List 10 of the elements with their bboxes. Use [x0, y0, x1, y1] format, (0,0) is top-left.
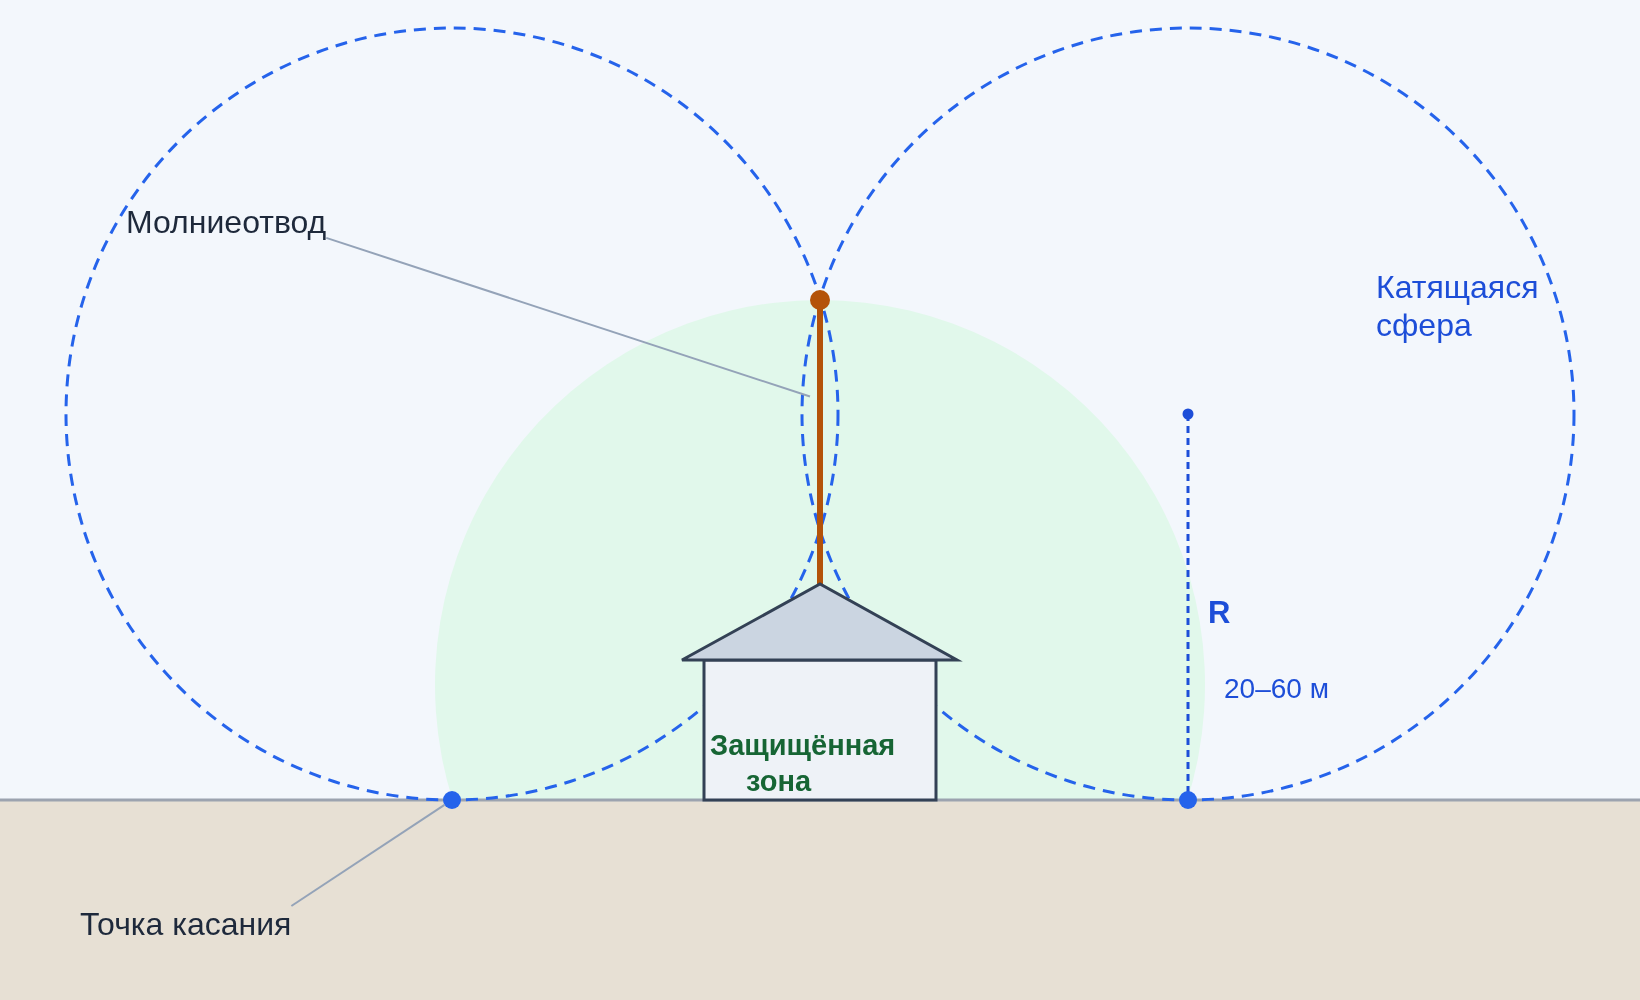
radius-symbol: R [1208, 595, 1231, 631]
leader-line [325, 236, 811, 398]
lightning-rod [810, 290, 830, 586]
dimension-value: 20–60 м [1224, 673, 1329, 706]
dot-icon [443, 791, 461, 809]
leader-label: Молниеотвод [126, 204, 327, 241]
annotation-text: Катящаяся сфера [1376, 268, 1539, 344]
leader-line [290, 803, 446, 907]
leader-label: Точка касания [80, 906, 292, 943]
zone-label: Защищённая зона [710, 728, 896, 799]
